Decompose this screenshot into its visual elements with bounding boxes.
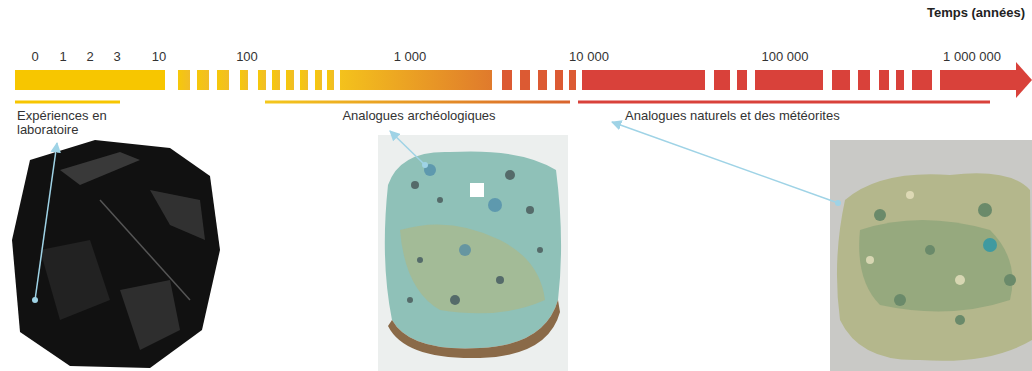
range-line (265, 101, 570, 104)
leader-line (35, 122, 838, 300)
tick-label: 100 (236, 50, 258, 64)
natural-glass-photo (830, 140, 1032, 371)
tick-label: 3 (113, 50, 120, 64)
tick-label: 10 (152, 50, 166, 64)
tick-label: 1 000 000 (943, 50, 1001, 64)
archaeological-glass-photo (378, 135, 568, 371)
range-label: Analogues naturels et des météorites (625, 109, 840, 123)
range-line (15, 101, 120, 104)
tick-label: 1 000 (394, 50, 427, 64)
axis-title: Temps (années) (927, 6, 1025, 20)
tick-label: 100 000 (762, 50, 809, 64)
range-label: Expériences en laboratoire (17, 109, 117, 137)
tick-label: 2 (86, 50, 93, 64)
range-line (578, 101, 990, 104)
glass-photo (12, 140, 220, 368)
leader-dot (32, 162, 841, 303)
tick-label: 1 (59, 50, 66, 64)
tick-label: 0 (31, 50, 38, 64)
tick-label: 10 000 (569, 50, 609, 64)
time-bar (15, 62, 1032, 98)
range-label: Analogues archéologiques (342, 109, 495, 123)
